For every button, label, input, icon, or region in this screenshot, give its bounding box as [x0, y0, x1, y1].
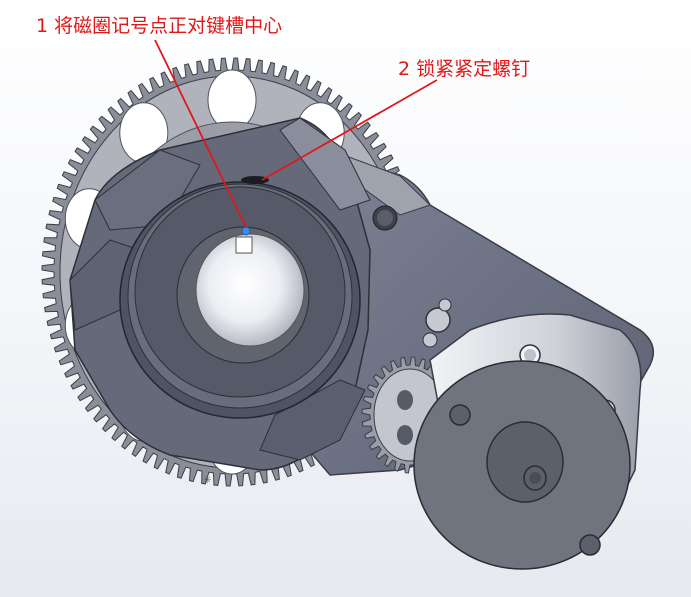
set-screw: [241, 176, 269, 184]
clamp-hub: [69, 117, 371, 471]
marker-dot-icon: [241, 226, 251, 236]
cursor-icon: ✳: [203, 475, 211, 486]
keyway: [235, 236, 253, 254]
annotation-label-1: 1 将磁圈记号点正对键槽中心: [36, 15, 283, 37]
callout-1-leader: [154, 39, 247, 228]
gear-hole: [207, 69, 257, 131]
annotation-label-2: 2 锁紧紧定螺钉: [398, 58, 531, 80]
callout-2-leader: [261, 79, 438, 181]
motor-unit: [413, 313, 642, 570]
